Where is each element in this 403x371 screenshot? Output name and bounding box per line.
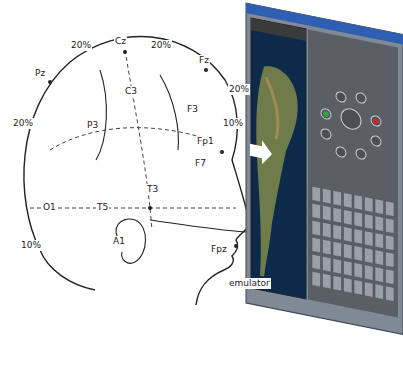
key <box>386 286 395 302</box>
key <box>386 218 395 234</box>
key <box>312 220 321 236</box>
key <box>365 231 374 247</box>
electrode-label: Cz <box>114 36 127 47</box>
key <box>375 233 384 249</box>
key <box>354 229 363 245</box>
key <box>365 282 374 298</box>
key <box>344 210 353 226</box>
caption-label: emulator <box>228 278 271 289</box>
electrode-label: O1 <box>42 202 57 213</box>
key <box>344 193 353 209</box>
key <box>323 188 332 204</box>
key <box>354 263 363 279</box>
electrode-label: Fp1 <box>196 136 215 147</box>
key <box>333 190 342 206</box>
key <box>333 207 342 223</box>
key <box>312 271 321 287</box>
key <box>386 269 395 285</box>
key <box>312 186 321 202</box>
electrode-label: A1 <box>112 236 126 247</box>
percent-label: 20% <box>70 40 92 51</box>
key <box>375 199 384 215</box>
percent-label: 20% <box>150 40 172 51</box>
key <box>333 258 342 274</box>
key <box>344 278 353 294</box>
electrode-label: C3 <box>124 86 138 97</box>
electrode-label: Pz <box>34 68 46 79</box>
key <box>344 261 353 277</box>
key <box>333 224 342 240</box>
key <box>386 235 395 251</box>
electrode-label: T3 <box>146 184 159 195</box>
key <box>323 205 332 221</box>
key <box>333 241 342 257</box>
key <box>323 239 332 255</box>
key <box>375 284 384 300</box>
key <box>365 197 374 213</box>
electrode-dots <box>48 50 238 248</box>
key <box>333 275 342 291</box>
key <box>365 265 374 281</box>
head-details <box>96 70 246 263</box>
key <box>354 195 363 211</box>
percent-label: 10% <box>20 240 42 251</box>
key <box>386 252 395 268</box>
percent-label: 20% <box>12 118 34 129</box>
percent-label: 20% <box>228 84 250 95</box>
key <box>312 254 321 270</box>
electrode-label: Fpz <box>210 244 228 255</box>
key <box>323 273 332 289</box>
key <box>312 237 321 253</box>
key <box>375 216 384 232</box>
electrode-label: T5 <box>96 202 109 213</box>
key <box>354 246 363 262</box>
key <box>323 256 332 272</box>
electrode-label: Fz <box>198 55 210 66</box>
key <box>365 248 374 264</box>
key <box>354 212 363 228</box>
key <box>344 244 353 260</box>
key <box>375 267 384 283</box>
key <box>344 227 353 243</box>
key <box>323 222 332 238</box>
measure-lines <box>30 50 236 230</box>
electrode-label: F7 <box>194 158 207 169</box>
key <box>365 214 374 230</box>
electrode-label: P3 <box>86 120 99 131</box>
percent-label: 10% <box>222 118 244 129</box>
key <box>354 280 363 296</box>
head-outline <box>24 37 250 305</box>
key <box>312 203 321 219</box>
electrode-label: F3 <box>186 104 199 115</box>
key <box>375 250 384 266</box>
key <box>386 201 395 217</box>
